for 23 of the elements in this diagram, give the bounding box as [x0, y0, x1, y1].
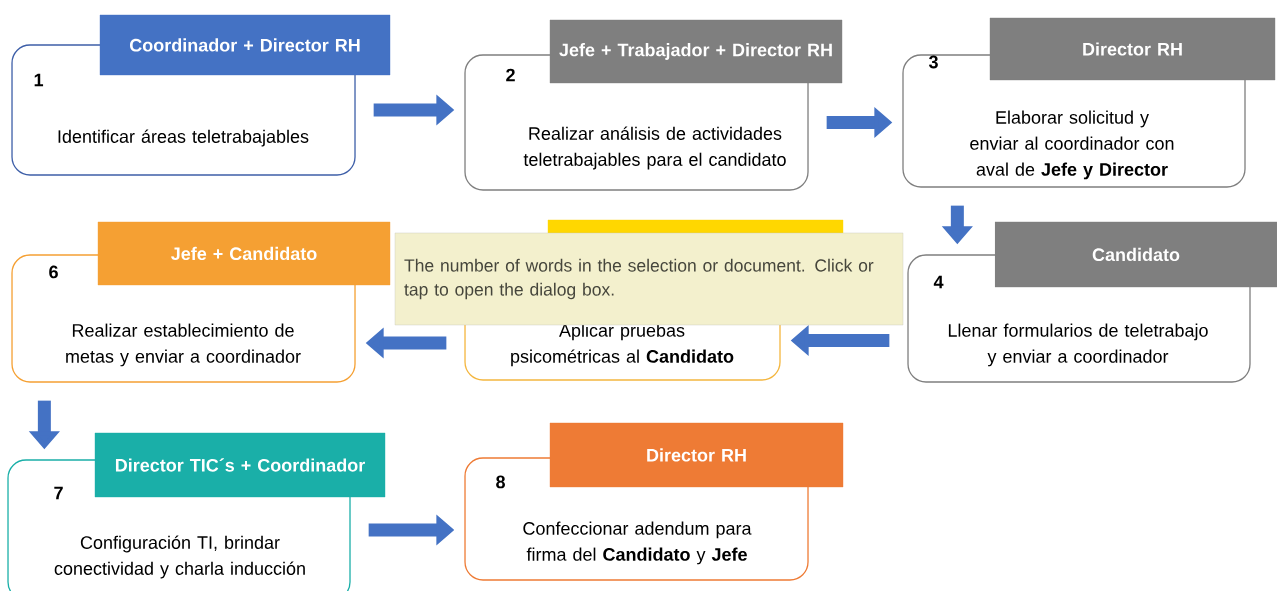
- step-text: Realizar establecimiento de metas y enviar a coordinador: [66, 323, 301, 367]
- step-text: Realizar análisis de actividades teletrabajables para el candidato: [523, 126, 786, 170]
- header-box: Director TIC´s + Coordinador: [94, 432, 386, 498]
- step-number: 6: [49, 265, 58, 279]
- step-text: Aplicar pruebas psicométricas al Candidato: [511, 323, 734, 367]
- step-text: Confeccionar adendum para firma del Candidato y Jefe: [523, 521, 752, 565]
- step-text: Elaborar solicitud y enviar al coordinador con aval de Jefe y Director: [970, 110, 1174, 180]
- step-number: 4: [933, 275, 944, 289]
- step-number: 2: [506, 68, 515, 82]
- header-box: Director RH: [549, 422, 844, 488]
- step-text: Identificar áreas teletrabajables: [58, 129, 309, 147]
- step-text: Llenar formularios de teletrabajo y enviar a coordinador: [948, 323, 1208, 367]
- header-box: Director RH: [989, 17, 1276, 81]
- header-box: Coordinador + Director RH: [99, 14, 391, 76]
- step-number: 7: [54, 486, 63, 500]
- step-number: 8: [496, 475, 505, 489]
- step-number: 3: [928, 55, 938, 69]
- header-box: Jefe + Candidato: [97, 221, 391, 286]
- step-number: 1: [34, 73, 44, 87]
- header-box: Jefe + Trabajador + Director RH: [549, 19, 843, 84]
- header-box: Candidato: [994, 221, 1277, 288]
- tooltip: The number of words in the selection or document. Click or tap to open the dialog box.: [394, 232, 904, 326]
- step-text: Configuración TI, brindar conectividad y charla inducción: [54, 535, 305, 579]
